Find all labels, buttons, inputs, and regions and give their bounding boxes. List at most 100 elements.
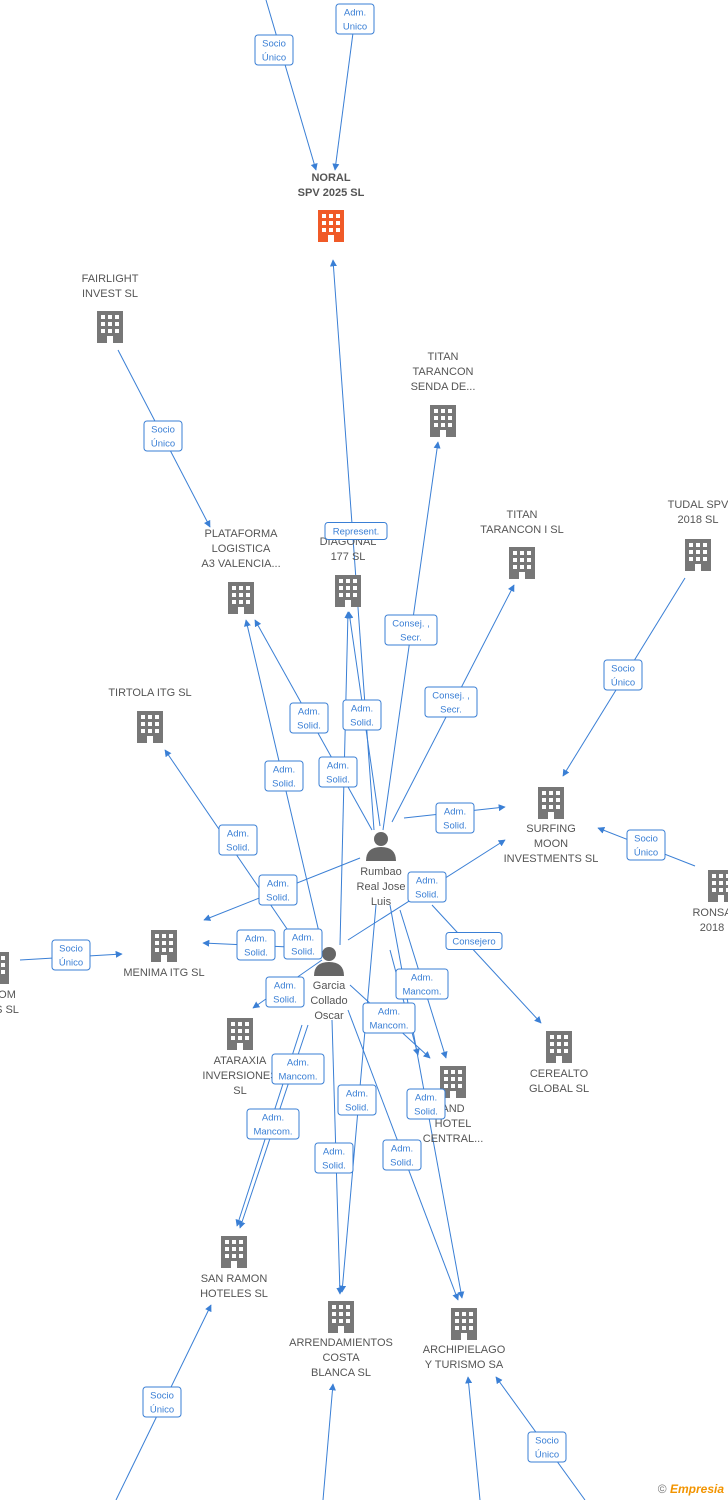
relation-label[interactable]: Adm.Solid. [265,976,305,1008]
relation-label-box [271,1053,325,1085]
relation-edge [332,9,357,171]
company-node-menima[interactable]: MENIMA ITG SL [123,930,205,979]
relation-label[interactable]: Adm.Solid. [258,874,298,906]
relation-label[interactable]: Adm.Mancom. [395,968,449,1000]
relation-label[interactable]: Consej. ,Secr. [384,614,438,646]
relation-label-box [283,928,323,960]
building-icon [227,1018,253,1050]
relation-label-box [362,1002,416,1034]
relation-label[interactable]: Consejero [445,932,503,950]
relation-label-text: Adm.Solid. [326,761,350,786]
relation-label-box [603,659,643,691]
relation-edge [265,0,318,171]
relation-label-text: Adm.Solid. [226,829,250,854]
relation-label[interactable]: Adm.Mancom. [246,1108,300,1140]
relation-label[interactable]: Consej. ,Secr. [424,686,478,718]
relation-label-text: Adm.Solid. [345,1089,369,1114]
relation-label-text: Adm.Solid. [390,1144,414,1169]
relation-label[interactable]: Adm.Solid. [382,1139,422,1171]
relation-label[interactable]: Represent. [324,522,388,540]
building-icon [546,1031,572,1063]
relation-label[interactable]: Adm.Unico [335,3,375,35]
relation-label-box [335,3,375,35]
relation-label[interactable]: Adm.Solid. [314,1142,354,1174]
relation-label-text: Adm.Mancom. [402,973,441,998]
relation-label-box [289,702,329,734]
relation-label-box [626,829,666,861]
relation-label-text: Adm.Solid. [350,704,374,729]
building-icon [328,1301,354,1333]
relation-label[interactable]: Adm.Solid. [283,928,323,960]
relation-label[interactable]: Adm.Solid. [318,756,358,788]
company-node-tirtola[interactable]: TIRTOLA ITG SL [108,687,192,743]
relation-label[interactable]: Adm.Solid. [342,699,382,731]
empresia-watermark[interactable]: © Empresia [658,1482,724,1496]
relation-label-box [384,614,438,646]
relation-label-box [236,929,276,961]
relation-label[interactable]: Adm.Solid. [406,1088,446,1120]
relation-label-box [143,420,183,452]
building-icon [335,575,361,607]
relation-label-box [406,1088,446,1120]
relation-label-text: Adm.Solid. [322,1147,346,1172]
relation-label-box [246,1108,300,1140]
relation-label[interactable]: Adm.Mancom. [271,1053,325,1085]
relation-label-box [254,34,294,66]
relation-label[interactable]: Adm.Solid. [264,760,304,792]
relation-label-text: Consej. ,Secr. [432,691,470,716]
relation-label-box [424,686,478,718]
relation-label[interactable]: Adm.Solid. [337,1084,377,1116]
building-icon [451,1308,477,1340]
relation-label-box [318,756,358,788]
relation-label[interactable]: Adm.Solid. [236,929,276,961]
relation-label[interactable]: Adm.Solid. [435,802,475,834]
relation-label[interactable]: Adm.Solid. [289,702,329,734]
relation-label-box [435,802,475,834]
relation-label[interactable]: Adm.Solid. [218,824,258,856]
company-node-left-cut[interactable]: OMS SL [0,952,19,1016]
building-icon [97,311,123,343]
relation-label[interactable]: Adm.Mancom. [362,1002,416,1034]
relation-label[interactable]: Adm.Solid. [407,871,447,903]
relation-label-box [258,874,298,906]
relation-label-text: Adm.Solid. [273,981,297,1006]
